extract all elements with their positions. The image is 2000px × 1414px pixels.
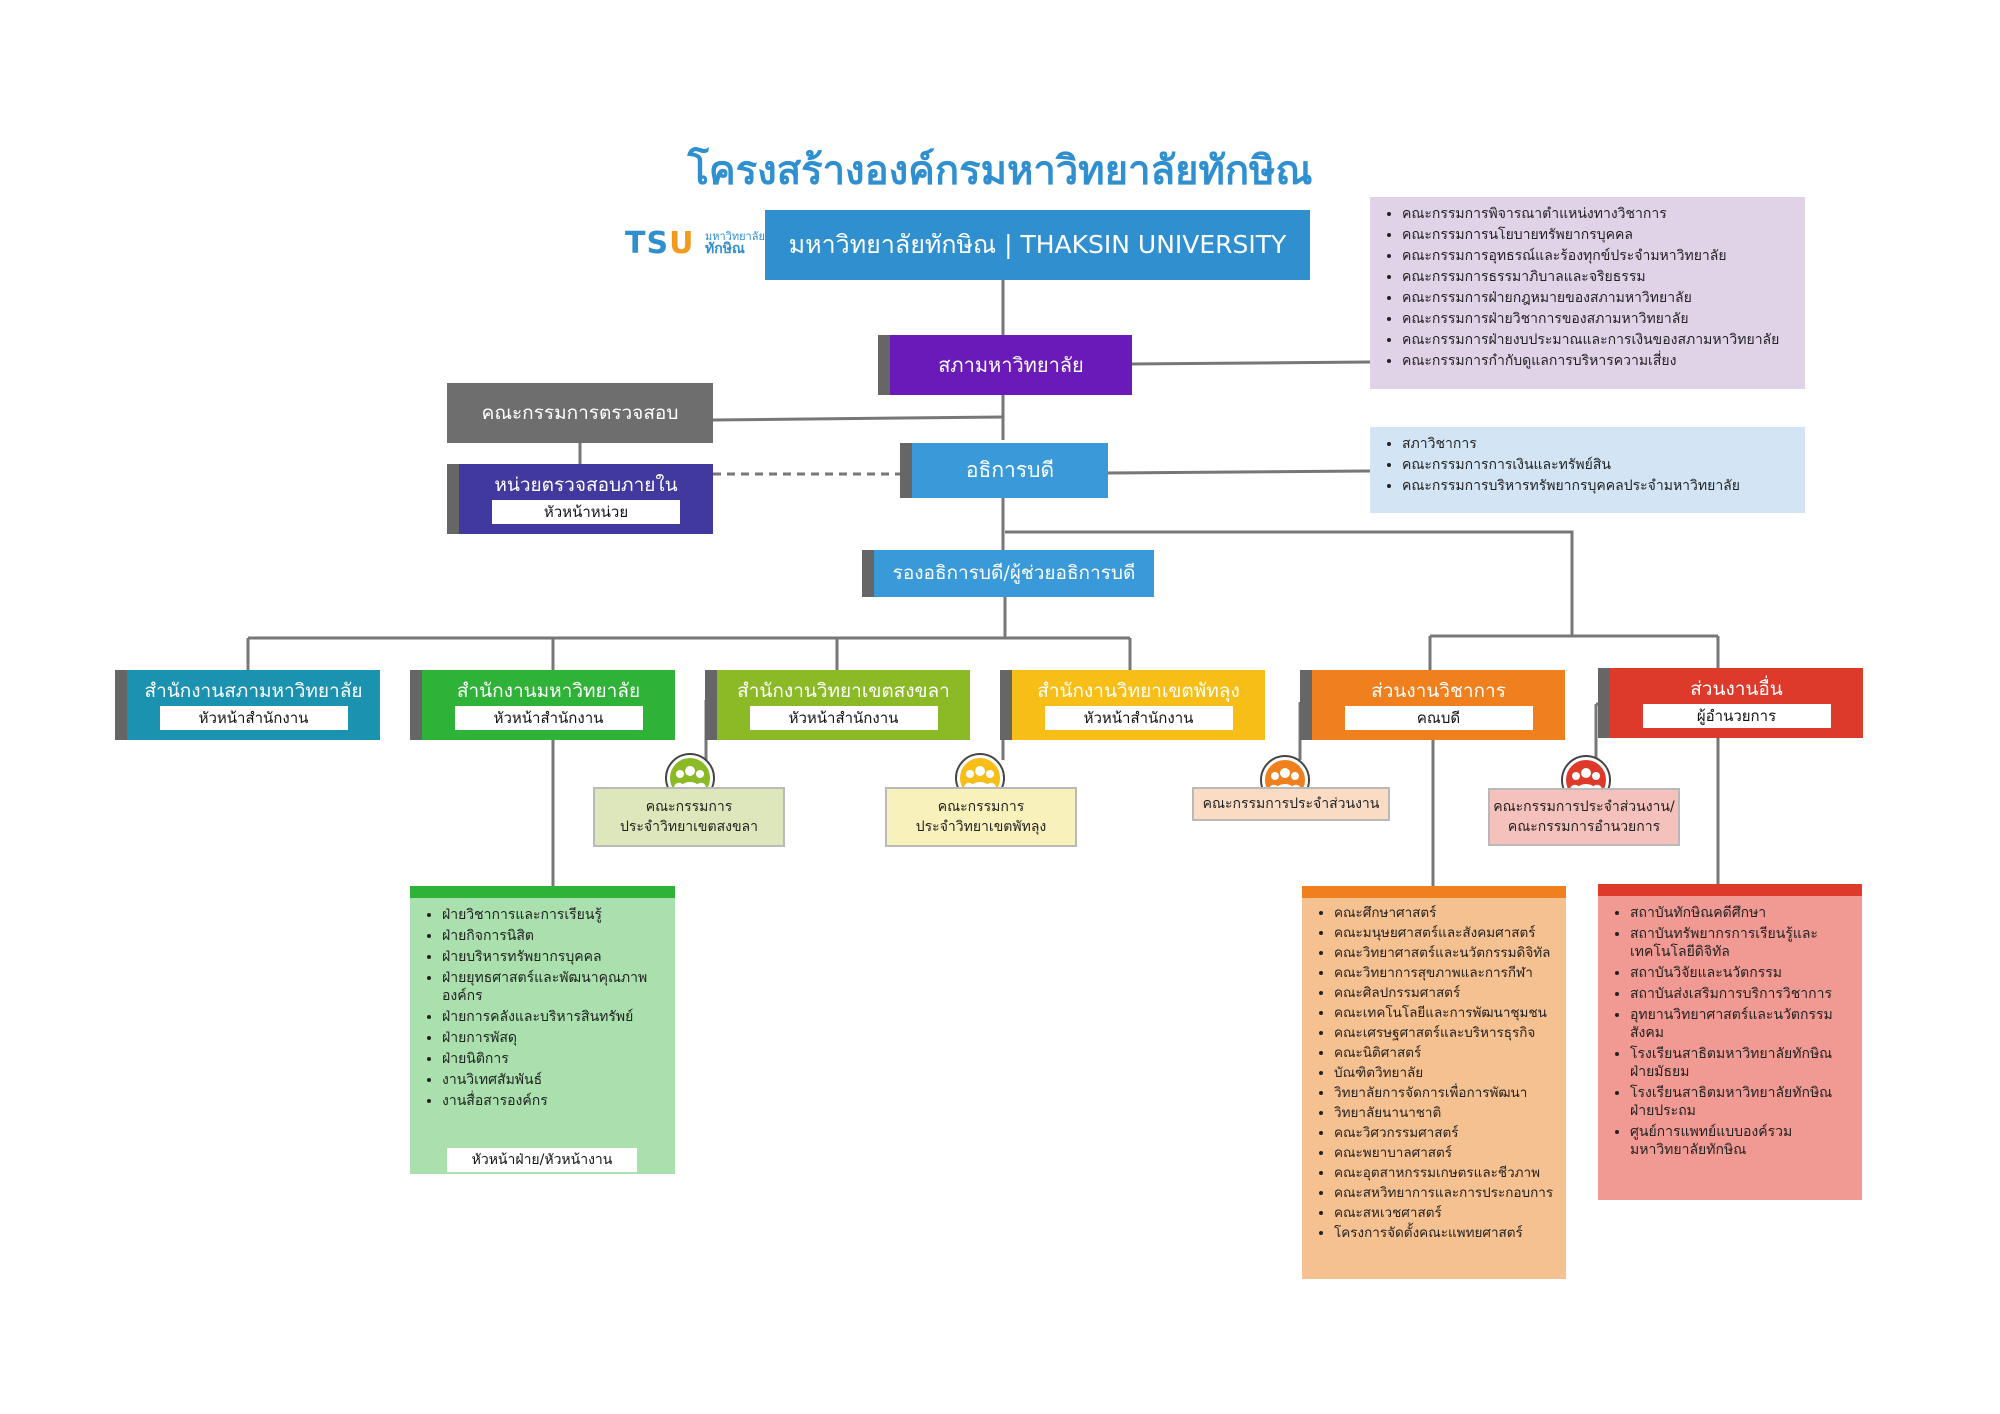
list-item: คณะวิศวกรรมศาสตร์ [1334,1124,1556,1142]
list-item: ฝ่ายการพัสดุ [442,1029,665,1047]
unit-head: หัวหน้าสำนักงาน [159,706,348,731]
logo-subtitle: มหาวิทยาลัย ทักษิณ [705,230,765,257]
list-item: คณะเทคโนโลยีและการพัฒนาชุมชน [1334,1004,1556,1022]
tsu-logo: TSU มหาวิทยาลัย ทักษิณ [625,216,765,270]
list-item: ฝ่ายวิชาการและการเรียนรู้ [442,906,665,924]
list-item: สถาบันวิจัยและนวัตกรรม [1630,964,1852,982]
songkhla-campus-committee: คณะกรรมการ ประจำวิทยาเขตสงขลา [593,787,785,847]
list-item: คณะกรรมการบริหารทรัพยากรบุคคลประจำมหาวิท… [1402,477,1795,495]
list-item: งานสื่อสารองค์กร [442,1092,665,1110]
president-bodies-list: สภาวิชาการ คณะกรรมการการเงินและทรัพย์สิน… [1370,427,1805,513]
internal-audit-label: หน่วยตรวจสอบภายใน [494,473,678,496]
academic-unit-committee: คณะกรรมการประจำส่วนงาน [1192,787,1390,821]
list-item: คณะกรรมการธรรมาภิบาลและจริยธรรม [1402,268,1795,286]
council-label: สภามหาวิทยาลัย [938,353,1084,377]
list-item: ฝ่ายยุทธศาสตร์และพัฒนาคุณภาพองค์กร [442,969,665,1005]
list-item: สถาบันทรัพยากรการเรียนรู้และเทคโนโลยีดิจ… [1630,925,1852,961]
list-item: คณะกรรมการอุทธรณ์และร้องทุกข์ประจำมหาวิท… [1402,247,1795,265]
audit-committee-box: คณะกรรมการตรวจสอบ [447,383,713,443]
internal-audit-box: หน่วยตรวจสอบภายใน หัวหน้าหน่วย [447,464,713,534]
list-item: คณะวิทยาศาสตร์และนวัตกรรมดิจิทัล [1334,944,1556,962]
list-item: โรงเรียนสาธิตมหาวิทยาลัยทักษิณ ฝ่ายประถม [1630,1084,1852,1120]
list-item: คณะกรรมการฝ่ายงบประมาณและการเงินของสภามห… [1402,331,1795,349]
unit-university-office: สำนักงานมหาวิทยาลัย หัวหน้าสำนักงาน [410,670,675,740]
unit-council-office: สำนักงานสภามหาวิทยาลัย หัวหน้าสำนักงาน [115,670,380,740]
logo-mark: TSU [625,226,695,261]
unit-head: คณบดี [1344,706,1533,731]
council-committees-list: คณะกรรมการพิจารณาตำแหน่งทางวิชาการ คณะกร… [1370,197,1805,389]
list-item: คณะสหวิทยาการและการประกอบการ [1334,1184,1556,1202]
list-item: คณะกรรมการนโยบายทรัพยากรบุคคล [1402,226,1795,244]
list-item: วิทยาลัยการจัดการเพื่อการพัฒนา [1334,1084,1556,1102]
list-item: ฝ่ายบริหารทรัพยากรบุคคล [442,948,665,966]
unit-head: หัวหน้าสำนักงาน [454,706,643,731]
list-item: คณะกรรมการการเงินและทรัพย์สิน [1402,456,1795,474]
list-item: คณะศึกษาศาสตร์ [1334,904,1556,922]
other-unit-committee: คณะกรรมการประจำส่วนงาน/ คณะกรรมการอำนวยก… [1488,788,1680,846]
university-label: มหาวิทยาลัยทักษิณ | THAKSIN UNIVERSITY [788,230,1287,259]
unit-label: สำนักงานวิทยาเขตพัทลุง [1037,679,1240,702]
unit-label: สำนักงานสภามหาวิทยาลัย [144,679,363,702]
list-item: สถาบันทักษิณคดีศึกษา [1630,904,1852,922]
unit-songkhla-campus-office: สำนักงานวิทยาเขตสงขลา หัวหน้าสำนักงาน [705,670,970,740]
unit-label: ส่วนงานวิชาการ [1371,679,1506,702]
list-item: ศูนย์การแพทย์แบบองค์รวมมหาวิทยาลัยทักษิณ [1630,1123,1852,1159]
committee-line: คณะกรรมการ [645,799,733,815]
unit-head: ผู้อำนวยการ [1642,704,1831,729]
page-title: โครงสร้างองค์กรมหาวิทยาลัยทักษิณ [687,148,1313,194]
office-divisions-list: ฝ่ายวิชาการและการเรียนรู้ ฝ่ายกิจการนิสิ… [410,886,675,1174]
list-item: ฝ่ายนิติการ [442,1050,665,1068]
list-item: โครงการจัดตั้งคณะแพทยศาสตร์ [1334,1224,1556,1242]
list-item: ฝ่ายการคลังและบริหารสินทรัพย์ [442,1008,665,1026]
list-item: คณะกรรมการกำกับดูแลการบริหารความเสี่ยง [1402,352,1795,370]
unit-academic: ส่วนงานวิชาการ คณบดี [1300,670,1565,740]
council-box: สภามหาวิทยาลัย [878,335,1132,395]
list-item: บัณฑิตวิทยาลัย [1334,1064,1556,1082]
unit-label: สำนักงานมหาวิทยาลัย [456,679,641,702]
list-item: คณะมนุษยศาสตร์และสังคมศาสตร์ [1334,924,1556,942]
list-item: คณะอุตสาหกรรมเกษตรและชีวภาพ [1334,1164,1556,1182]
list-item: โรงเรียนสาธิตมหาวิทยาลัยทักษิณ ฝ่ายมัธยม [1630,1045,1852,1081]
list-item: งานวิเทศสัมพันธ์ [442,1071,665,1089]
list-item: คณะเศรษฐศาสตร์และบริหารธุรกิจ [1334,1024,1556,1042]
list-item: ฝ่ายกิจการนิสิต [442,927,665,945]
phatthalung-campus-committee: คณะกรรมการ ประจำวิทยาเขตพัทลุง [885,787,1077,847]
internal-audit-head: หัวหน้าหน่วย [492,500,680,525]
list-item: สภาวิชาการ [1402,435,1795,453]
unit-head: หัวหน้าสำนักงาน [749,706,938,731]
list-item: คณะกรรมการฝ่ายกฎหมายของสภามหาวิทยาลัย [1402,289,1795,307]
list-item: คณะศิลปกรรมศาสตร์ [1334,984,1556,1002]
list-item: อุทยานวิทยาศาสตร์และนวัตกรรมสังคม [1630,1006,1852,1042]
list-item: คณะสหเวชศาสตร์ [1334,1204,1556,1222]
unit-phatthalung-campus-office: สำนักงานวิทยาเขตพัทลุง หัวหน้าสำนักงาน [1000,670,1265,740]
other-units-list: สถาบันทักษิณคดีศึกษา สถาบันทรัพยากรการเร… [1598,884,1862,1200]
list-item: คณะกรรมการพิจารณาตำแหน่งทางวิชาการ [1402,205,1795,223]
unit-head: หัวหน้าสำนักงาน [1044,706,1233,731]
university-box: มหาวิทยาลัยทักษิณ | THAKSIN UNIVERSITY [765,210,1310,280]
list-item: คณะกรรมการฝ่ายวิชาการของสภามหาวิทยาลัย [1402,310,1795,328]
list-item: วิทยาลัยนานาชาติ [1334,1104,1556,1122]
committee-line: คณะกรรมการประจำส่วนงาน [1202,796,1380,812]
committee-line: ประจำวิทยาเขตพัทลุง [915,819,1047,835]
office-divisions-head: หัวหน้าฝ่าย/หัวหน้างาน [447,1148,637,1172]
vice-president-box: รองอธิการบดี/ผู้ช่วยอธิการบดี [862,550,1154,597]
list-item: คณะนิติศาสตร์ [1334,1044,1556,1062]
vice-president-label: รองอธิการบดี/ผู้ช่วยอธิการบดี [892,562,1136,585]
committee-line: คณะกรรมการอำนวยการ [1507,819,1661,835]
unit-label: ส่วนงานอื่น [1690,677,1783,700]
unit-label: สำนักงานวิทยาเขตสงขลา [737,679,950,702]
president-label: อธิการบดี [965,457,1055,482]
president-box: อธิการบดี [900,443,1108,498]
list-item: คณะพยาบาลศาสตร์ [1334,1144,1556,1162]
list-item: คณะวิทยาการสุขภาพและการกีฬา [1334,964,1556,982]
list-item: สถาบันส่งเสริมการบริการวิชาการ [1630,985,1852,1003]
committee-line: คณะกรรมการประจำส่วนงาน/ [1493,799,1675,815]
committee-line: ประจำวิทยาเขตสงขลา [620,819,758,835]
unit-other: ส่วนงานอื่น ผู้อำนวยการ [1598,668,1863,738]
faculties-list: คณะศึกษาศาสตร์ คณะมนุษยศาสตร์และสังคมศาส… [1302,886,1566,1279]
committee-line: คณะกรรมการ [937,799,1025,815]
audit-committee-label: คณะกรรมการตรวจสอบ [481,401,679,424]
